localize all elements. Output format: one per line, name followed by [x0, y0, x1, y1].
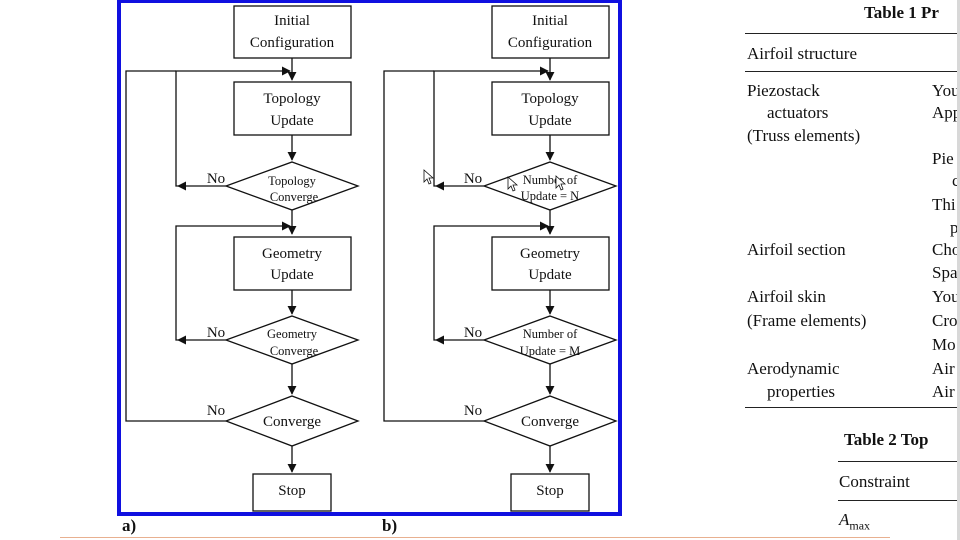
table1-cell-right: Spa	[932, 263, 958, 282]
start-a-line2: Configuration	[250, 35, 335, 51]
box-a1-line2: Update	[270, 113, 314, 129]
table1-cell-right: c	[952, 171, 960, 190]
dec-b1-line2: Update = N	[521, 189, 579, 203]
table2-symbol-sub: max	[849, 518, 871, 533]
no-label-b2: No	[464, 325, 482, 341]
dec-a1-line1: Topology	[268, 174, 316, 188]
table1-cell-right: Cro	[932, 311, 958, 330]
table2-header: Constraint	[839, 472, 910, 491]
text-cursor-icon	[507, 175, 567, 192]
table1-cell-right: App	[932, 103, 960, 122]
dec-a1-line2: Converge	[270, 190, 319, 204]
table2-cell-symbol: Amax	[839, 510, 870, 533]
dec-a2-line2: Converge	[270, 344, 319, 358]
start-b-line2: Configuration	[508, 35, 593, 51]
table1-cell-left: Piezostack	[747, 81, 820, 100]
table1-cell-right: Air	[932, 359, 955, 378]
stop-box-a[interactable]	[252, 473, 332, 512]
start-a-line1: Initial	[274, 13, 310, 29]
dec-b2-line1: Number of	[523, 327, 578, 341]
process-box-b1[interactable]	[491, 81, 610, 136]
dec-a3-label: Converge	[263, 414, 321, 430]
selection-frame[interactable]	[117, 0, 622, 516]
process-box-a1[interactable]	[233, 81, 352, 136]
table1-cell-left: actuators	[767, 103, 829, 122]
table1-cell-left: Aerodynamic	[747, 359, 840, 378]
table1-header: Airfoil structure	[747, 44, 857, 63]
box-b1-line2: Update	[528, 113, 572, 129]
box-a2-line2: Update	[270, 267, 314, 283]
flowchart-a	[125, 5, 360, 512]
start-b-line1: Initial	[532, 13, 568, 29]
table1-cell-right: p	[950, 218, 959, 237]
table2-symbol-main: A	[839, 510, 850, 529]
figure-label-b: b)	[382, 516, 398, 535]
stop-a-label: Stop	[278, 483, 306, 499]
window-edge	[957, 0, 960, 540]
table1-cell-left: properties	[767, 382, 835, 401]
table2-top-rule	[838, 461, 957, 462]
table2-title: Table 2 Top	[844, 430, 929, 449]
table1-title: Table 1 Pr	[864, 3, 939, 22]
no-label-b3: No	[464, 403, 482, 419]
box-b1-line1: Topology	[521, 91, 579, 107]
mouse-cursor-icon	[423, 169, 435, 185]
box-a1-line1: Topology	[263, 91, 321, 107]
box-b2-line1: Geometry	[520, 246, 580, 262]
table1-cell-left: Airfoil section	[747, 240, 846, 259]
box-a2-line1: Geometry	[262, 246, 322, 262]
flowchart-b	[383, 5, 618, 512]
dec-b3-label: Converge	[521, 414, 579, 430]
no-label-a3: No	[207, 403, 225, 419]
dec-b2-line2: Update = M	[520, 344, 581, 358]
table2-header-rule	[838, 500, 957, 501]
start-box-b[interactable]	[491, 5, 610, 59]
page-divider	[60, 537, 890, 538]
no-label-a1: No	[207, 171, 225, 187]
table1-cell-right: You	[932, 287, 960, 306]
dec-b1-line1: Number of	[523, 173, 578, 187]
stop-b-label: Stop	[536, 483, 564, 499]
table1-cell-left: (Frame elements)	[747, 311, 867, 330]
table1-top-rule	[745, 33, 957, 34]
figure-label-a: a)	[122, 516, 137, 535]
process-box-b2[interactable]	[491, 236, 610, 291]
table1-cell-right: Pie	[932, 149, 954, 168]
table1-cell-right: Cho	[932, 240, 960, 259]
table1-cell-right: Air	[932, 382, 955, 401]
table1-cell-right: You	[932, 81, 960, 100]
table1-cell-right: Mo	[932, 335, 956, 354]
table1-cell-left: Airfoil skin	[747, 287, 826, 306]
table1-cell-left: (Truss elements)	[747, 126, 861, 145]
table1-bottom-rule	[745, 407, 957, 408]
stop-box-b[interactable]	[510, 473, 590, 512]
box-b2-line2: Update	[528, 267, 572, 283]
no-label-b1: No	[464, 171, 482, 187]
dec-a2-line1: Geometry	[267, 327, 318, 341]
table1-cell-right: Thi	[932, 195, 956, 214]
no-label-a2: No	[207, 325, 225, 341]
table1-header-rule	[745, 71, 957, 72]
